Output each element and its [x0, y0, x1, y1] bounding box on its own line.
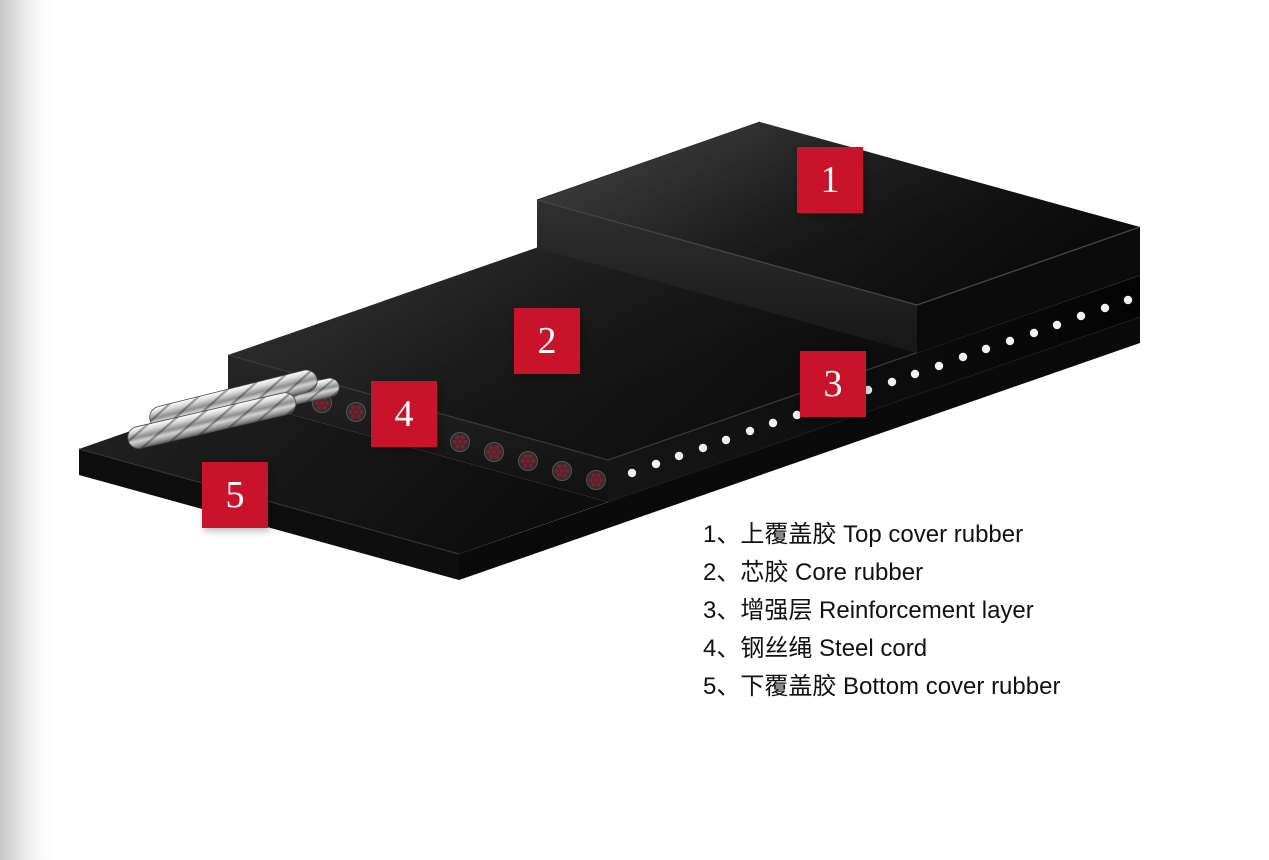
top-cover-rubber-layer — [536, 121, 1141, 353]
marker-3-number: 3 — [823, 363, 843, 405]
bottom-cover-rubber-layer — [78, 317, 1140, 580]
marker-2: 2 — [514, 308, 580, 374]
reinforcement-side-face — [608, 275, 1140, 502]
top-cover-edge-highlight — [536, 199, 1141, 306]
legend-item-bottom-cover-rubber: 5、下覆盖胶 Bottom cover rubber — [703, 673, 1061, 700]
marker-2-number: 2 — [537, 320, 557, 362]
bottom-cover-front-face — [459, 317, 1140, 580]
core-bottom-edge-line — [607, 316, 1141, 503]
marker-4-number: 4 — [394, 393, 414, 435]
page-edge-gradient — [0, 0, 52, 860]
marker-5-number: 5 — [225, 474, 245, 516]
marker-5: 5 — [202, 462, 268, 528]
top-cover-top-sheen — [537, 122, 1140, 305]
top-cover-front-face — [537, 200, 917, 353]
legend: 1、上覆盖胶 Top cover rubber 2、芯胶 Core rubber… — [703, 516, 1060, 706]
legend-item-top-cover-rubber: 1、上覆盖胶 Top cover rubber — [703, 521, 1024, 548]
marker-1: 1 — [797, 147, 863, 213]
top-cover-right-face — [917, 227, 1140, 353]
marker-3: 3 — [800, 351, 866, 417]
legend-item-reinforcement-layer: 3、增强层 Reinforcement layer — [703, 597, 1034, 624]
legend-item-steel-cord: 4、钢丝绳 Steel cord — [703, 635, 928, 662]
bottom-cover-left-face — [79, 449, 459, 580]
bottom-cover-top-face — [79, 397, 608, 554]
reinforcement-dots — [627, 295, 1133, 478]
top-cover-back-edge-line — [536, 121, 761, 201]
bottom-cover-edge-highlight — [78, 448, 460, 555]
legend-item-core-rubber: 2、芯胶 Core rubber — [703, 559, 924, 586]
marker-1-number: 1 — [820, 159, 840, 201]
marker-4: 4 — [371, 381, 437, 447]
